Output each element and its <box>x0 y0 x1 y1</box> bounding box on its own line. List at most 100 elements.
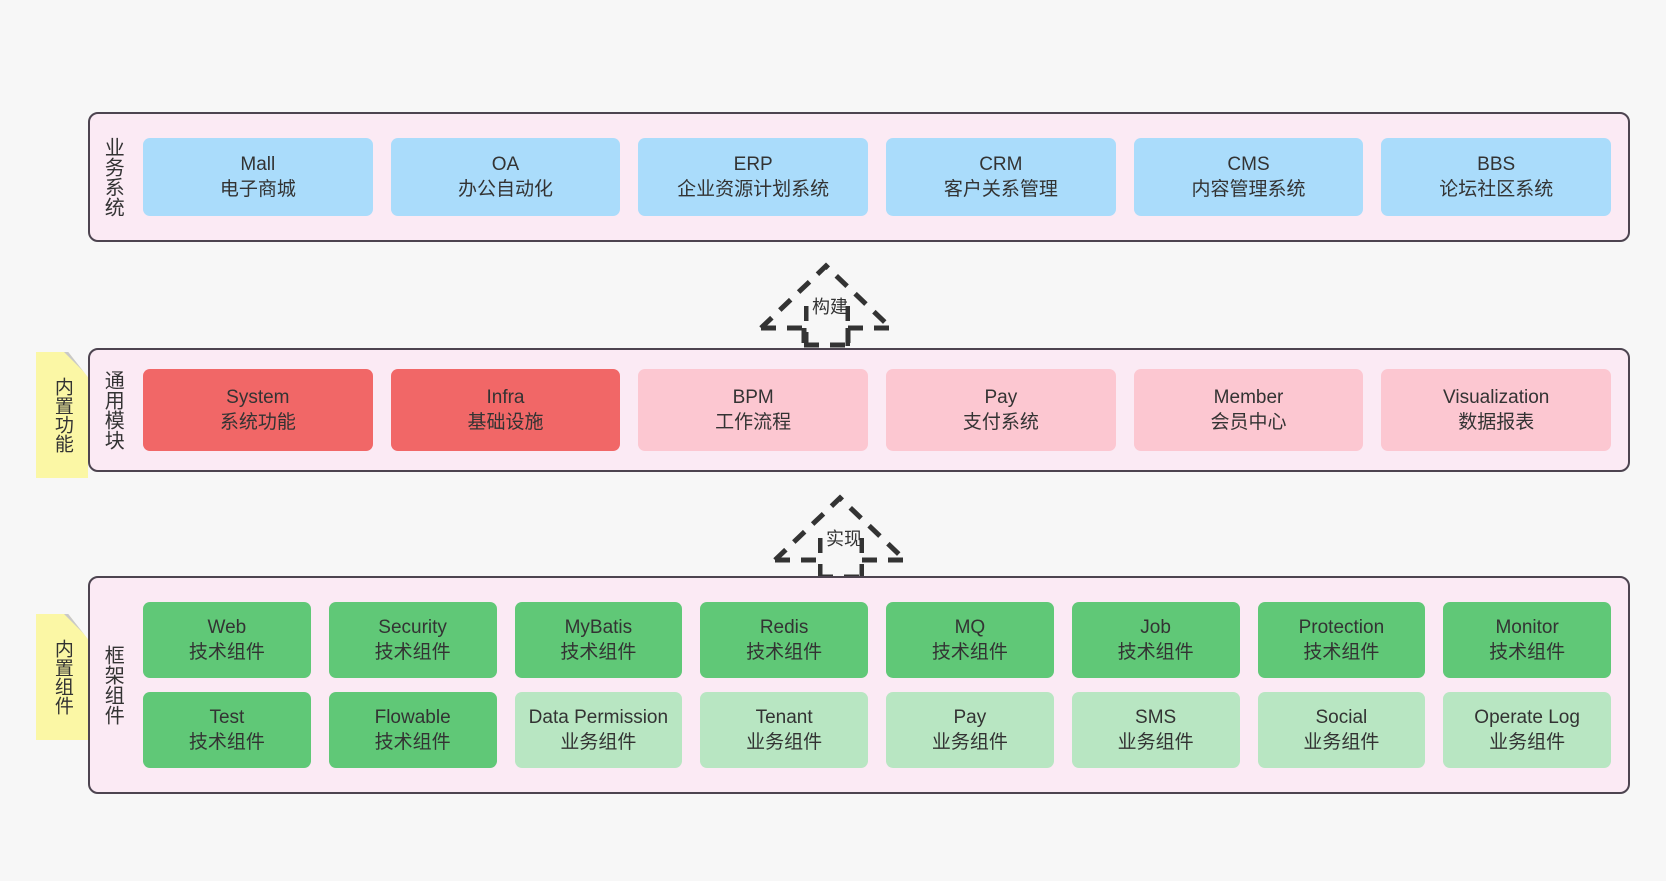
layer-framework-component: 框架组件 Web 技术组件 Security 技术组件 MyBatis 技术组件… <box>88 576 1630 794</box>
note-builtin-component: 内置组件 <box>36 614 88 740</box>
card-oa-name: OA <box>491 153 520 175</box>
card-protection[interactable]: Protection 技术组件 <box>1257 602 1426 678</box>
card-social-desc: 业务组件 <box>1303 732 1380 753</box>
card-monitor-desc: 技术组件 <box>1489 642 1566 663</box>
card-mq[interactable]: MQ 技术组件 <box>886 602 1054 678</box>
card-data-permission[interactable]: Data Permission 业务组件 <box>514 692 683 768</box>
card-data-permission-name: Data Permission <box>528 706 669 728</box>
card-bbs[interactable]: BBS 论坛社区系统 <box>1381 138 1612 216</box>
card-job[interactable]: Job 技术组件 <box>1071 602 1240 678</box>
card-crm-desc: 客户关系管理 <box>943 179 1058 200</box>
card-test[interactable]: Test 技术组件 <box>143 692 311 768</box>
layer-business-system-title: 业务系统 <box>101 137 124 217</box>
note-fold-corner-icon <box>64 352 88 376</box>
framework-component-row-1: Web 技术组件 Security 技术组件 MyBatis 技术组件 Redi… <box>134 602 1620 678</box>
card-redis[interactable]: Redis 技术组件 <box>700 602 868 678</box>
card-mybatis-name: MyBatis <box>564 616 633 638</box>
card-bbs-name: BBS <box>1477 153 1516 175</box>
note-fold-corner-icon <box>64 614 88 638</box>
card-cms-name: CMS <box>1227 153 1270 175</box>
card-bbs-desc: 论坛社区系统 <box>1439 179 1554 200</box>
card-job-name: Job <box>1140 616 1171 638</box>
card-tenant[interactable]: Tenant 业务组件 <box>700 692 868 768</box>
card-system-desc: 系统功能 <box>219 412 296 433</box>
layer-framework-component-cards: Web 技术组件 Security 技术组件 MyBatis 技术组件 Redi… <box>134 578 1628 792</box>
card-pay-component-desc: 业务组件 <box>931 732 1008 753</box>
card-bpm-name: BPM <box>732 386 774 408</box>
card-mall-desc: 电子商城 <box>219 179 296 200</box>
card-web-name: Web <box>207 616 247 638</box>
arrow-implement-label: 实现 <box>826 529 862 549</box>
card-flowable[interactable]: Flowable 技术组件 <box>328 692 497 768</box>
card-monitor-name: Monitor <box>1495 616 1559 638</box>
layer-framework-component-title: 框架组件 <box>101 645 124 725</box>
card-bpm[interactable]: BPM 工作流程 <box>638 369 869 451</box>
card-oa[interactable]: OA 办公自动化 <box>390 138 621 216</box>
card-infra-desc: 基础设施 <box>467 412 544 433</box>
card-flowable-name: Flowable <box>374 706 451 728</box>
layer-common-module-title: 通用模块 <box>101 370 124 450</box>
card-erp-name: ERP <box>733 153 773 175</box>
card-erp[interactable]: ERP 企业资源计划系统 <box>638 138 869 216</box>
card-pay-module[interactable]: Pay 支付系统 <box>886 369 1116 451</box>
card-security[interactable]: Security 技术组件 <box>328 602 497 678</box>
card-test-desc: 技术组件 <box>188 732 265 753</box>
layer-common-module: 通用模块 System 系统功能 Infra 基础设施 BPM 工作流程 Pay… <box>88 348 1630 472</box>
card-operate-log[interactable]: Operate Log 业务组件 <box>1443 692 1611 768</box>
card-pay-component-name: Pay <box>953 706 987 728</box>
card-protection-desc: 技术组件 <box>1303 642 1380 663</box>
layer-common-module-cards: System 系统功能 Infra 基础设施 BPM 工作流程 Pay 支付系统… <box>134 350 1628 470</box>
card-mybatis[interactable]: MyBatis 技术组件 <box>514 602 683 678</box>
card-pay-component[interactable]: Pay 业务组件 <box>886 692 1054 768</box>
card-sms-desc: 业务组件 <box>1117 732 1194 753</box>
card-redis-desc: 技术组件 <box>746 642 823 663</box>
card-security-desc: 技术组件 <box>374 642 451 663</box>
card-visualization-desc: 数据报表 <box>1458 412 1535 433</box>
card-tenant-name: Tenant <box>755 706 813 728</box>
card-web-desc: 技术组件 <box>188 642 265 663</box>
card-erp-desc: 企业资源计划系统 <box>677 179 830 200</box>
card-sms-name: SMS <box>1135 706 1177 728</box>
card-tenant-desc: 业务组件 <box>746 732 823 753</box>
card-operate-log-desc: 业务组件 <box>1489 732 1566 753</box>
card-operate-log-name: Operate Log <box>1474 706 1580 728</box>
card-oa-desc: 办公自动化 <box>458 179 554 200</box>
card-member-name: Member <box>1213 386 1284 408</box>
card-social[interactable]: Social 业务组件 <box>1257 692 1426 768</box>
card-cms-desc: 内容管理系统 <box>1191 179 1306 200</box>
card-visualization-name: Visualization <box>1443 386 1550 408</box>
card-bpm-desc: 工作流程 <box>715 412 792 433</box>
card-protection-name: Protection <box>1298 616 1385 638</box>
card-job-desc: 技术组件 <box>1117 642 1194 663</box>
card-mall[interactable]: Mall 电子商城 <box>143 138 373 216</box>
card-mq-name: MQ <box>954 616 986 638</box>
card-crm-name: CRM <box>979 153 1023 175</box>
card-social-name: Social <box>1315 706 1368 728</box>
card-monitor[interactable]: Monitor 技术组件 <box>1443 602 1611 678</box>
card-pay-module-name: Pay <box>984 386 1018 408</box>
card-sms[interactable]: SMS 业务组件 <box>1071 692 1240 768</box>
card-mybatis-desc: 技术组件 <box>560 642 637 663</box>
card-member[interactable]: Member 会员中心 <box>1133 369 1364 451</box>
note-builtin-component-label: 内置组件 <box>51 639 73 715</box>
card-system[interactable]: System 系统功能 <box>143 369 373 451</box>
card-visualization[interactable]: Visualization 数据报表 <box>1381 369 1612 451</box>
card-test-name: Test <box>209 706 245 728</box>
card-pay-module-desc: 支付系统 <box>962 412 1039 433</box>
card-cms[interactable]: CMS 内容管理系统 <box>1133 138 1364 216</box>
card-system-name: System <box>226 386 290 408</box>
note-builtin-function-label: 内置功能 <box>51 377 73 453</box>
arrow-build-label: 构建 <box>812 297 848 317</box>
card-member-desc: 会员中心 <box>1210 412 1287 433</box>
note-builtin-function: 内置功能 <box>36 352 88 478</box>
card-web[interactable]: Web 技术组件 <box>143 602 311 678</box>
card-infra[interactable]: Infra 基础设施 <box>390 369 621 451</box>
card-crm[interactable]: CRM 客户关系管理 <box>886 138 1116 216</box>
card-data-permission-desc: 业务组件 <box>560 732 637 753</box>
card-mall-name: Mall <box>240 153 276 175</box>
framework-component-row-2: Test 技术组件 Flowable 技术组件 Data Permission … <box>134 692 1620 768</box>
card-infra-name: Infra <box>486 386 525 408</box>
card-mq-desc: 技术组件 <box>931 642 1008 663</box>
card-redis-name: Redis <box>759 616 809 638</box>
